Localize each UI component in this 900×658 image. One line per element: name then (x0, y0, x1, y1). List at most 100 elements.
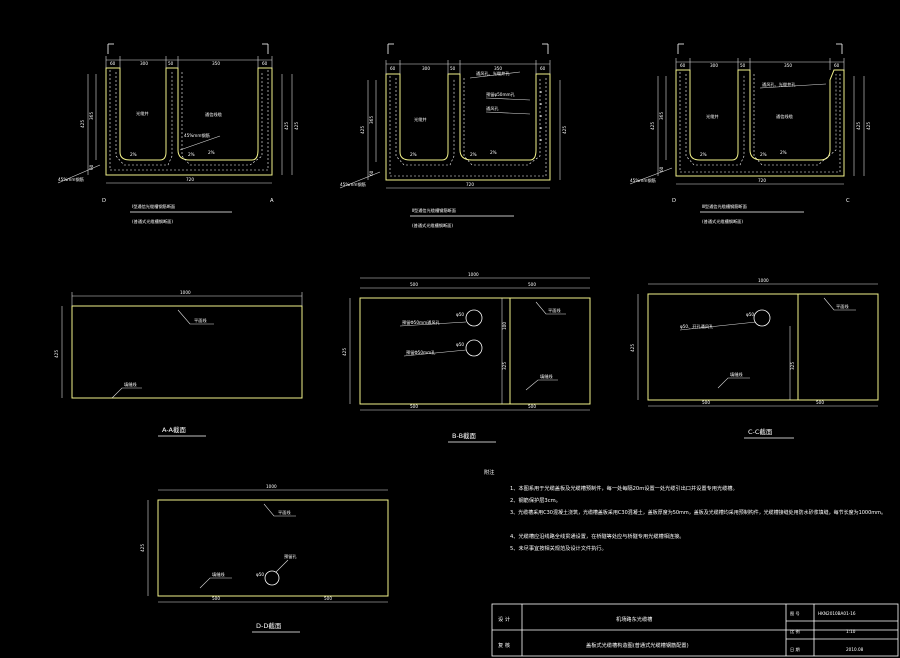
note-item: 2、钢筋保护层3cm。 (510, 496, 561, 504)
cut-mark-label: A (270, 198, 274, 204)
notes-title: 附注 (484, 468, 494, 476)
dim-text: 365 (369, 116, 374, 124)
dim-text: 1000 (180, 290, 191, 295)
tb-label-design: 设 计 (498, 615, 510, 623)
dim-text: 720 (186, 177, 194, 182)
dim-text: 325 (502, 362, 507, 370)
note-item: 1、本图系用于光缆盖板及光缆槽预制件，每一处每隔20m设置一处光缆引出口并设置专… (510, 484, 738, 492)
dim-text: 300 (140, 61, 148, 66)
section-caption: C-C截面 (748, 427, 773, 436)
callout-text: 平面线 (836, 303, 849, 310)
vent-marks (540, 91, 542, 141)
dim-text: 425 (284, 122, 289, 130)
dim-text: 425 (80, 120, 85, 128)
slope-label: 2% (130, 152, 137, 157)
dim-text: 500 (528, 404, 536, 409)
tb-project: 机场路东光缆槽 (616, 615, 652, 623)
section-caption: B-B截面 (452, 431, 477, 440)
callout-text: 45%mm钢筋 (340, 181, 366, 188)
title-block: 设 计 复 核 机场路东光缆槽 盖板式光缆槽构造图(普通式光缆槽钢筋配置) 图 … (491, 603, 899, 657)
cross-section-2: 60 300 50 350 60 425 365 60 425 720 2% 2… (339, 43, 567, 229)
section-c-c: 1000 425 325 φ50 φ50、开孔通风孔 平面线 填缝线 500 5… (630, 278, 879, 439)
slope-label: 2% (490, 150, 497, 155)
rebar-line (109, 70, 269, 171)
slope-label: 2% (780, 150, 787, 155)
dim-text: 1000 (468, 272, 479, 277)
dim-text: 500 (410, 404, 418, 409)
hole-label: φ50 (256, 572, 264, 577)
panel-outline (647, 293, 879, 401)
callout-text: 45%mm钢筋 (184, 132, 210, 139)
dim-text: 720 (466, 182, 474, 187)
note-item: 4、光缆槽应沿线路全线贯通设置，在桥隧等处应与桥隧专用光缆槽相连接。 (510, 532, 685, 540)
callout-text: 填缝线 (730, 371, 743, 378)
hole-label: φ50 (456, 342, 464, 347)
dim-text: 60 (390, 66, 396, 71)
dim-text: 365 (89, 112, 94, 120)
tb-field-label: 图 号 (790, 611, 800, 617)
callout-text: 光缆井 (706, 113, 719, 120)
dim-text: 50 (450, 66, 456, 71)
dim-text: 60 (262, 61, 268, 66)
dim-text: 60 (680, 63, 686, 68)
dim-text: 300 (710, 63, 718, 68)
panel-outline (71, 305, 303, 399)
section-d-d: 1000 425 φ50 平面线 填缝线 预留孔 500 500 D-D截面 (140, 484, 389, 633)
dim-text: 425 (140, 544, 145, 552)
cross-section-1: 60 300 50 350 60 425 365 60 425 425 720 … (57, 43, 299, 225)
callout-text: 预留φ50mm孔 (486, 91, 516, 98)
dim-text: 425 (360, 126, 365, 134)
dim-text: 325 (790, 362, 795, 370)
callout-text: 平面线 (278, 509, 291, 516)
trough-outline (105, 67, 273, 176)
callout-text: 预留孔 (284, 553, 297, 560)
slope-label: 2% (470, 152, 477, 157)
section-subcaption: (普通式光缆槽钢断面) (412, 222, 453, 229)
section-subcaption: (普通式光缆槽钢断面) (132, 218, 173, 225)
callout-text: 光缆井 (414, 116, 427, 123)
dim-text: 50 (168, 61, 174, 66)
panel-outline (157, 499, 389, 597)
slope-label: 2% (760, 152, 767, 157)
slope-label: 2% (188, 152, 195, 157)
dim-text: 500 (324, 596, 332, 601)
notes-block: 附注 1、本图系用于光缆盖板及光缆槽预制件，每一处每隔20m设置一处光缆引出口并… (484, 468, 886, 552)
dim-text: 60 (659, 166, 664, 172)
dim-text: 500 (528, 282, 536, 287)
dim-text: 1000 (758, 278, 769, 283)
tb-field-value: 2010.08 (846, 647, 864, 652)
panel-outline (359, 297, 591, 405)
dim-text: 425 (562, 126, 567, 134)
callout-text: 填缝线 (124, 381, 137, 388)
hole-label: φ50 (456, 312, 464, 317)
dim-text: 500 (816, 400, 824, 405)
callout-text: 通风孔 (486, 105, 499, 112)
slope-label: 2% (700, 152, 707, 157)
dim-text: 60 (540, 66, 546, 71)
dim-text: 425 (650, 122, 655, 130)
dim-text: 720 (758, 178, 766, 183)
dim-ticks (105, 56, 273, 68)
tb-field-label: 日 期 (790, 647, 800, 653)
dim-text: 60 (834, 63, 840, 68)
callout-text: 填缝线 (212, 571, 225, 578)
callout-text: 通风孔、光缆井孔 (762, 81, 796, 88)
tb-field-value: HKN2010BA01-16 (818, 611, 856, 616)
note-item: 5、未尽事宜按相关规范及设计文件执行。 (510, 544, 607, 552)
callout-text: 通信线缆 (776, 113, 794, 120)
dim-text: 1000 (266, 484, 277, 489)
dim-text: 50 (740, 63, 746, 68)
section-caption: Ⅱ型通信光缆槽钢筋断面 (412, 207, 456, 214)
cut-mark-label: D (102, 198, 106, 204)
callout-text: 通信线缆 (205, 111, 223, 118)
dim-text: 350 (494, 66, 502, 71)
vent-hole (465, 339, 483, 357)
slope-label: 2% (208, 150, 215, 155)
vent-hole (753, 309, 771, 327)
dim-text: 425 (54, 350, 59, 358)
dim-text: 500 (702, 400, 710, 405)
callout-text: 填缝线 (540, 373, 553, 380)
cut-mark-label: C (846, 198, 850, 204)
callout-text: 45%mm钢筋 (58, 176, 84, 183)
dim-text: 365 (659, 112, 664, 120)
